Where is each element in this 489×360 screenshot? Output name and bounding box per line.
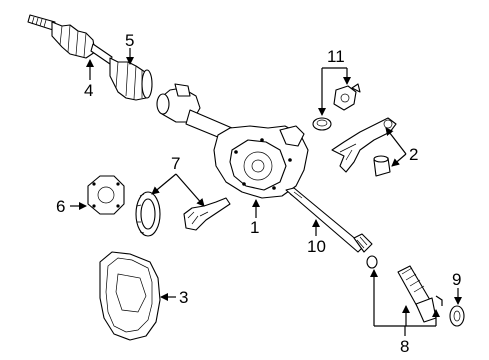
- carrier-housing: [156, 83, 309, 199]
- intermediate-shaft-kit: [366, 255, 443, 323]
- inner-axle-shaft: [285, 187, 373, 253]
- shift-fork-and-collar: [331, 117, 397, 177]
- callout-2: 2: [409, 145, 418, 164]
- differential-case: [87, 175, 125, 215]
- callout-11: 11: [327, 47, 345, 66]
- ring-and-pinion: [135, 191, 231, 237]
- callout-7: 7: [171, 154, 180, 173]
- callout-10: 10: [307, 237, 326, 256]
- callout-3: 3: [179, 288, 188, 307]
- callout-1: 1: [250, 218, 259, 237]
- differential-cover: [99, 251, 161, 341]
- callout-5: 5: [125, 31, 134, 50]
- callout-labels: 4 5 11 2 6 7 1 10 3 8 9: [56, 31, 461, 356]
- leader-lines: [70, 48, 462, 336]
- callout-8: 8: [400, 337, 409, 356]
- callout-9: 9: [452, 270, 461, 289]
- callout-6: 6: [56, 197, 65, 216]
- callout-4: 4: [84, 81, 93, 100]
- seal-and-actuator: [312, 83, 361, 131]
- axle-seal: [449, 305, 465, 327]
